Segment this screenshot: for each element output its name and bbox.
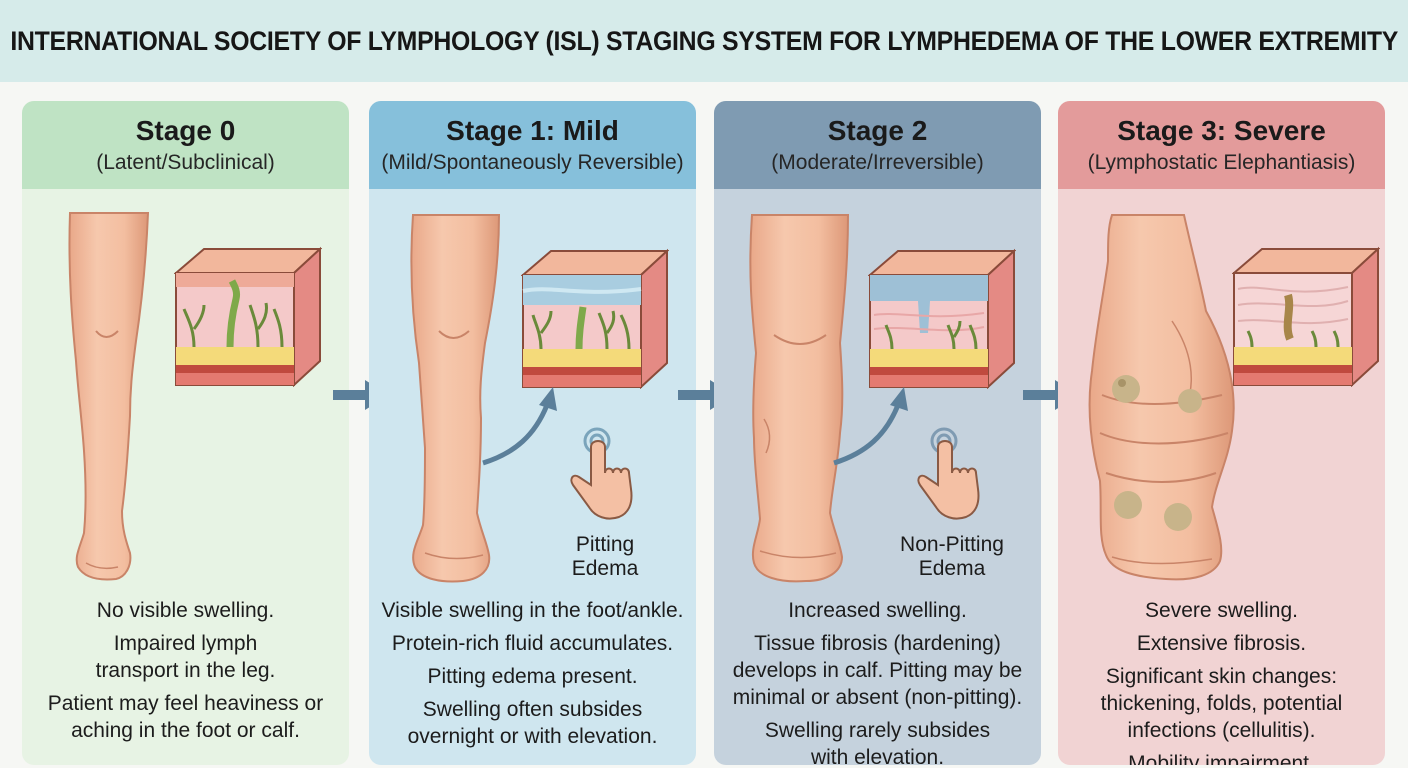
- stage-1-desc-line: Swelling often subsides overnight or wit…: [407, 698, 658, 748]
- stage-1-header: Stage 1: Mild (Mild/Spontaneously Revers…: [369, 101, 696, 189]
- stage-2-title: Stage 2: [827, 115, 928, 146]
- stage-3-description: Severe swelling. Extensive fibrosis. Sig…: [1058, 597, 1385, 765]
- leg-illustration: [410, 214, 501, 583]
- curved-arrow-icon: [482, 387, 557, 466]
- page-title: INTERNATIONAL SOCIETY OF LYMPHOLOGY (ISL…: [10, 25, 1398, 56]
- stage-0-desc-line: Impaired lymph transport in the leg.: [95, 632, 276, 682]
- stage-3-desc-line: Severe swelling.: [1145, 599, 1298, 622]
- stage-2-description: Increased swelling. Tissue fibrosis (har…: [714, 597, 1041, 765]
- leg-illustration: [749, 214, 850, 583]
- stage-0-subtitle: (Latent/Subclinical): [96, 151, 275, 174]
- curved-arrow-icon: [833, 387, 908, 466]
- stage-0-desc-line: No visible swelling.: [96, 599, 275, 622]
- stage-2-subtitle: (Moderate/Irreversible): [771, 151, 984, 174]
- title-banner: INTERNATIONAL SOCIETY OF LYMPHOLOGY (ISL…: [0, 0, 1408, 82]
- leg-illustration: [1088, 214, 1235, 581]
- stage-3-header: Stage 3: Severe (Lymphostatic Elephantia…: [1058, 101, 1385, 189]
- pitting-edema-label: Pitting Edema: [571, 533, 639, 580]
- finger-press-icon: [570, 427, 633, 520]
- stage-1-subtitle: (Mild/Spontaneously Reversible): [381, 151, 684, 174]
- skin-cross-section-illustration: [868, 248, 1016, 389]
- stage-1-desc-line: Visible swelling in the foot/ankle.: [381, 599, 684, 622]
- stage-3-desc-line: Significant skin changes: thickening, fo…: [1100, 665, 1343, 742]
- stage-2-desc-line: Tissue fibrosis (hardening) develops in …: [732, 632, 1023, 709]
- stage-0-desc-line: Patient may feel heaviness or aching in …: [47, 692, 324, 742]
- skin-cross-section-illustration: [521, 248, 669, 389]
- leg-illustration: [68, 212, 150, 581]
- stage-3-panel: Stage 3: Severe (Lymphostatic Elephantia…: [1058, 101, 1385, 765]
- stage-0-panel: Stage 0 (Latent/Subclinical) No visible …: [22, 101, 349, 765]
- stage-1-title: Stage 1: Mild: [446, 115, 619, 146]
- stage-0-header: Stage 0 (Latent/Subclinical): [22, 101, 349, 189]
- stage-2-desc-line: Swelling rarely subsides with elevation.: [764, 719, 991, 765]
- stage-2-panel: Stage 2 (Moderate/Irreversible) Non-Pitt…: [714, 101, 1041, 765]
- skin-cross-section-illustration: [1232, 246, 1380, 387]
- stage-0-description: No visible swelling. Impaired lymph tran…: [22, 597, 349, 744]
- stage-3-desc-line: Mobility impairment.: [1128, 752, 1315, 765]
- stage-3-title: Stage 3: Severe: [1117, 115, 1326, 146]
- stage-2-header: Stage 2 (Moderate/Irreversible): [714, 101, 1041, 189]
- skin-cross-section-illustration: [174, 246, 322, 387]
- stage-1-desc-line: Protein-rich fluid accumulates.: [391, 632, 674, 655]
- stage-1-description: Visible swelling in the foot/ankle. Prot…: [369, 597, 696, 750]
- stage-1-desc-line: Pitting edema present.: [427, 665, 638, 688]
- stage-2-desc-line: Increased swelling.: [788, 599, 967, 622]
- stage-3-desc-line: Extensive fibrosis.: [1136, 632, 1307, 655]
- stage-3-subtitle: (Lymphostatic Elephantiasis): [1087, 151, 1356, 174]
- stage-1-panel: Stage 1: Mild (Mild/Spontaneously Revers…: [369, 101, 696, 765]
- stage-0-title: Stage 0: [135, 115, 236, 146]
- non-pitting-edema-label: Non-Pitting Edema: [900, 533, 1004, 580]
- finger-press-icon: [917, 427, 980, 520]
